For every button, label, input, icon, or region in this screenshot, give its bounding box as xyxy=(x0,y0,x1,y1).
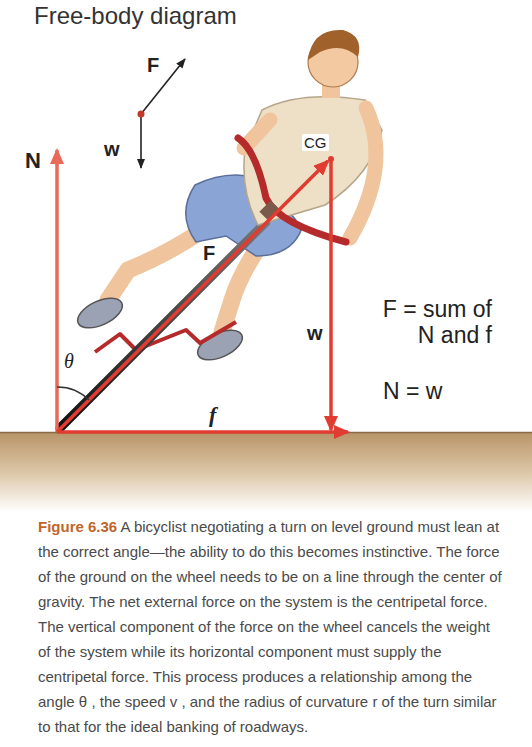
point-mass xyxy=(138,111,145,118)
left-leg xyxy=(108,232,200,300)
right-arm xyxy=(350,108,376,238)
diagram-title: Free-body diagram xyxy=(34,2,237,30)
ground-edge xyxy=(0,432,532,434)
shoe xyxy=(73,292,127,334)
force-label: w xyxy=(305,322,325,345)
resultant-force-arrow xyxy=(57,161,328,432)
friction-arrow xyxy=(57,430,348,434)
angle-label: θ xyxy=(64,350,74,373)
center-of-gravity xyxy=(328,156,334,162)
force-label: N xyxy=(25,148,41,173)
weight-arrow xyxy=(140,114,142,168)
figure-caption: Figure 6.36 A bicyclist negotiating a tu… xyxy=(38,514,506,739)
force-label: F xyxy=(201,242,217,265)
hair xyxy=(308,30,359,60)
weight-arrow xyxy=(329,160,333,430)
force-label: F xyxy=(147,54,159,77)
force-label: w xyxy=(104,138,120,161)
normal-force-arrow xyxy=(55,150,59,432)
angle-arc xyxy=(57,387,89,400)
force-label: f xyxy=(209,402,216,427)
point-label: CG xyxy=(302,134,329,151)
note-text: F = sum of N and f xyxy=(372,296,492,349)
ground xyxy=(0,432,532,512)
note-text: N = w xyxy=(383,378,442,404)
